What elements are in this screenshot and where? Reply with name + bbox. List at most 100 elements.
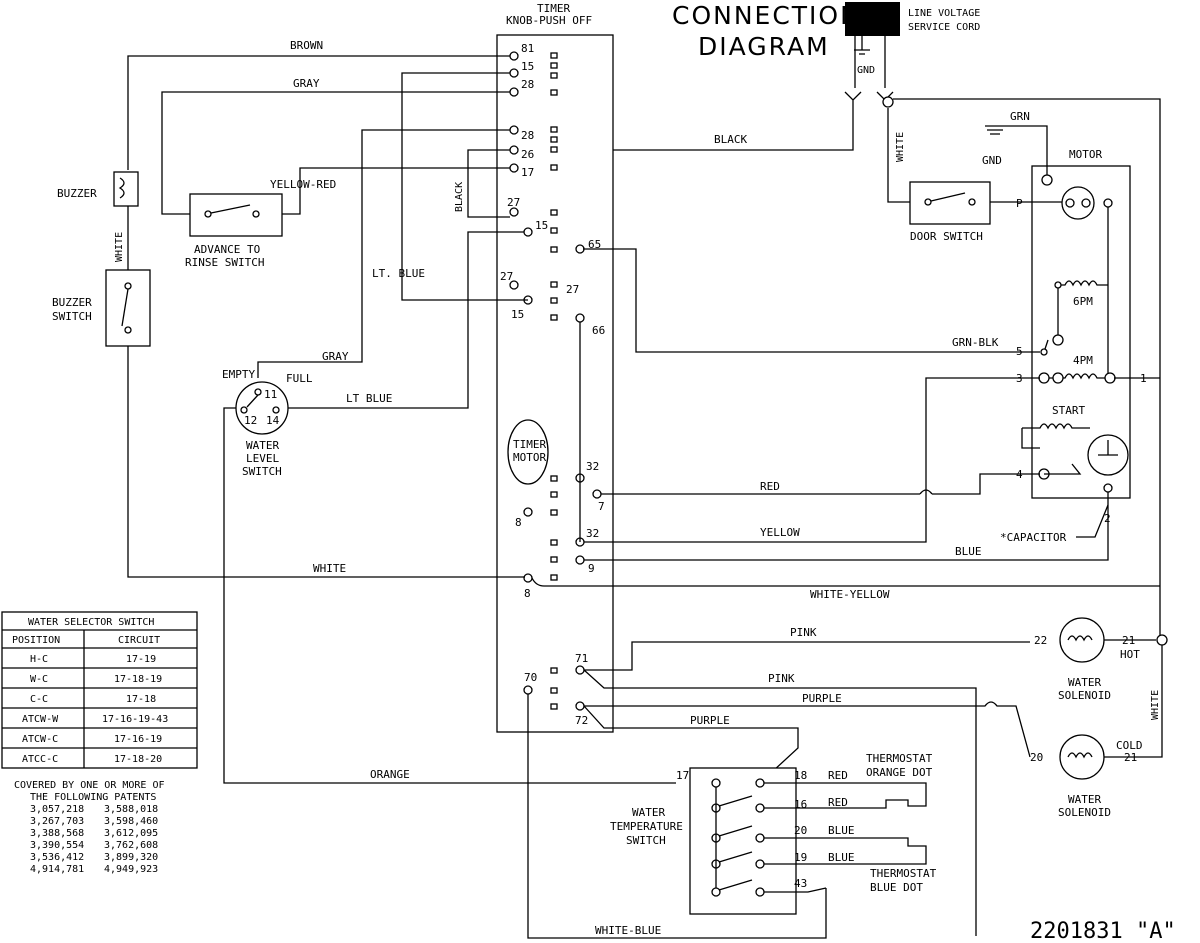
black-jumper-wire — [467, 149, 510, 218]
patent-number: 4,914,781 — [30, 864, 84, 875]
thermo-orange-label-1: THERMOSTAT — [866, 752, 933, 765]
timer-terminal-label: 15 — [511, 308, 524, 321]
red-18-label: RED — [828, 769, 848, 782]
black-wire-label: BLACK — [714, 133, 747, 146]
door-switch-arm — [930, 192, 966, 202]
start-winding-icon — [1021, 423, 1090, 449]
white-main-wire — [893, 98, 1161, 640]
timer-terminal-label: 28 — [521, 129, 534, 142]
drawing-number: 2201831 "A" — [1030, 919, 1176, 943]
timer-motor — [507, 419, 549, 485]
hot-solenoid-label-2: SOLENOID — [1058, 689, 1111, 702]
blue-wire-label: BLUE — [955, 545, 982, 558]
wts-term-19: 19 — [794, 851, 807, 864]
yellow-red-wire-label: YELLOW-RED — [270, 178, 336, 191]
buzzer-switch-arm — [121, 288, 129, 327]
diagram-title-line2: DIAGRAM — [698, 32, 830, 61]
patent-number: 3,762,608 — [104, 840, 158, 851]
timer-title-2: KNOB-PUSH OFF — [506, 14, 592, 27]
hot-solenoid-coil-icon — [1067, 635, 1093, 642]
6pm-label: 6PM — [1073, 295, 1093, 308]
grn-wire-label: GRN — [1010, 110, 1030, 123]
white-cord-wire — [876, 36, 894, 101]
timer-terminal-label: 26 — [521, 148, 534, 161]
timer-terminal-label: 70 — [524, 671, 537, 684]
selector-circuit: 17-18 — [126, 694, 156, 705]
advance-switch-label-2: RINSE SWITCH — [185, 256, 264, 269]
cord-terminal — [882, 96, 894, 108]
white-wire-label: WHITE — [313, 562, 346, 575]
thermostat-orange-loop — [764, 782, 927, 809]
cold-solenoid-label-2: SOLENOID — [1058, 806, 1111, 819]
gray-wire — [161, 91, 510, 215]
grn-ground-wire — [985, 125, 1048, 175]
timer-motor-label-2: MOTOR — [513, 451, 546, 464]
water-level-label-1: WATER — [246, 439, 279, 452]
timer-terminal-label: 27 — [507, 196, 520, 209]
selector-header-position: POSITION — [12, 635, 60, 646]
timer-terminal-label: 15 — [521, 60, 534, 73]
yellow-red-wire — [282, 167, 510, 215]
cord-ground-symbol-icon — [854, 36, 870, 55]
blue-wire — [584, 492, 1109, 561]
start-switch — [1044, 463, 1082, 475]
pink-wire-1 — [584, 641, 1030, 671]
timer-terminal-label: 8 — [524, 587, 531, 600]
hot-solenoid-label-1: WATER — [1068, 676, 1101, 689]
thermo-blue-label-1: THERMOSTAT — [870, 867, 937, 880]
lt-blue-wire-2-label: LT BLUE — [346, 392, 392, 405]
hot-water-solenoid — [1059, 617, 1105, 663]
pink-wire-2-label: PINK — [768, 672, 795, 685]
start-label: START — [1052, 404, 1085, 417]
white-buzzer-wire-label: WHITE — [114, 232, 125, 262]
white-door-wire-label: WHITE — [895, 132, 906, 162]
red-16-label: RED — [828, 796, 848, 809]
cold-solenoid-coil-icon — [1067, 752, 1093, 759]
orange-wire — [223, 407, 676, 784]
lt-blue-wire — [401, 72, 528, 301]
purple-wire-2 — [583, 705, 799, 784]
purple-wire-1 — [584, 701, 1031, 758]
capacitor-plate-icon — [1098, 440, 1118, 456]
thermo-blue-label-2: BLUE DOT — [870, 881, 923, 894]
purple-wire-2-label: PURPLE — [690, 714, 730, 727]
4pm-label: 4PM — [1073, 354, 1093, 367]
timer-terminal-label: 32 — [586, 460, 599, 473]
patent-number: 3,057,218 — [30, 804, 84, 815]
timer-terminal-label: 8 — [515, 516, 522, 529]
hot-label: HOT — [1120, 648, 1140, 661]
yellow-wire-label: YELLOW — [760, 526, 800, 539]
pink-wire-2 — [583, 669, 977, 936]
selector-position: ATCC-C — [22, 754, 58, 765]
timer-terminal-label: 17 — [521, 166, 534, 179]
motor-label: MOTOR — [1069, 148, 1102, 161]
timer-motor-label-1: TIMER — [513, 438, 546, 451]
timer-terminal-label: 65 — [588, 238, 601, 251]
white-yellow-wire — [531, 577, 1160, 587]
selector-circuit: 17-16-19-43 — [102, 714, 168, 725]
empty-label: EMPTY — [222, 368, 255, 381]
wts-term-20: 20 — [794, 824, 807, 837]
water-temperature-switch — [689, 767, 797, 915]
cold-solenoid-label-1: WATER — [1068, 793, 1101, 806]
wts-43-lead — [764, 887, 827, 893]
selector-position: C-C — [30, 694, 48, 705]
white-blue-label: WHITE-BLUE — [595, 924, 661, 937]
selector-position: ATCW-W — [22, 714, 59, 725]
thermo-orange-label-2: ORANGE DOT — [866, 766, 933, 779]
thermostat-blue-loop — [764, 837, 927, 865]
cord-label-2: SERVICE CORD — [908, 22, 980, 33]
white-solenoid-wire — [1104, 645, 1163, 758]
patent-number: 3,899,320 — [104, 852, 158, 863]
patent-number: 3,388,568 — [30, 828, 84, 839]
timer-terminal-label: 66 — [592, 324, 605, 337]
red-wire — [601, 473, 1040, 495]
purple-wire-1-label: PURPLE — [802, 692, 842, 705]
selector-position: H-C — [30, 654, 48, 665]
patent-number: 3,598,460 — [104, 816, 158, 827]
patents-line-2: THE FOLLOWING PATENTS — [30, 792, 156, 803]
advance-switch-label-1: ADVANCE TO — [194, 243, 260, 256]
white-wire — [127, 346, 525, 578]
blue-20-label: BLUE — [828, 824, 855, 837]
cord-gnd-label: GND — [857, 65, 875, 76]
